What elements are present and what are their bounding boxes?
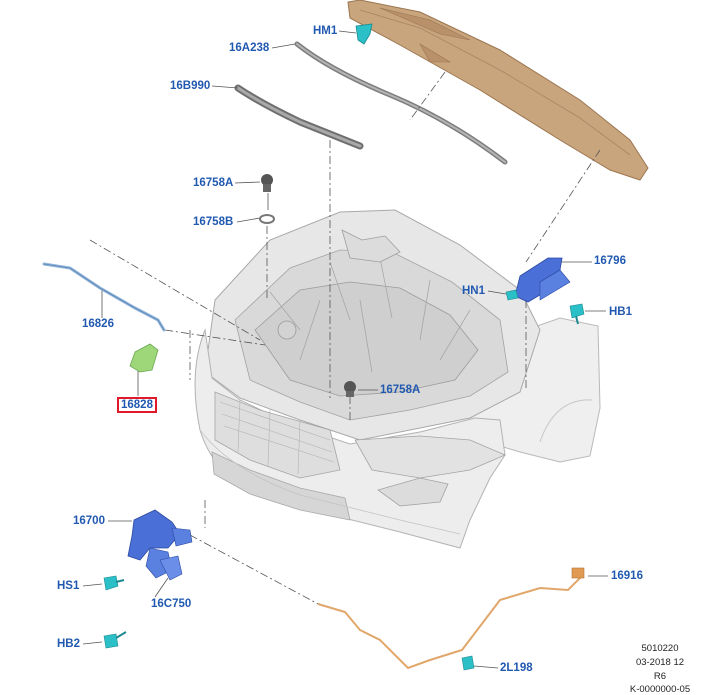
- hood-latch-16700: [127, 509, 193, 579]
- screw-hs1-icon: [103, 575, 125, 591]
- hood-release-cable-16916: [317, 567, 585, 670]
- front-grille: [214, 391, 341, 479]
- callout-hs1: HS1: [57, 580, 80, 592]
- callout-16700: 16700: [73, 515, 105, 527]
- illustration-code: K-0000000-05: [629, 684, 691, 695]
- hood-seal-16b990: [234, 84, 364, 150]
- clip-hm1-icon: [355, 23, 373, 45]
- hood-seal-16a238: [294, 41, 508, 165]
- callout-16916: 16916: [611, 570, 643, 582]
- callout-16c750: 16C750: [151, 598, 192, 610]
- callout-16826: 16826: [82, 318, 114, 330]
- headlamp: [354, 435, 507, 479]
- callout-16a238: 16A238: [229, 42, 270, 54]
- callout-16b990: 16B990: [170, 80, 211, 92]
- callout-16758a-top: 16758A: [193, 177, 234, 189]
- bolt-hb2-icon: [103, 631, 127, 649]
- hood-panel: [347, 0, 649, 181]
- callout-16796: 16796: [594, 255, 626, 267]
- fog-lamp: [377, 477, 449, 507]
- callout-hm1: HM1: [313, 25, 338, 37]
- prop-rod-16826: [42, 262, 166, 332]
- nut-hn1-icon: [505, 289, 519, 301]
- illustration-revision: R6: [653, 671, 667, 682]
- illustration-date: 03-2018 12: [635, 657, 685, 668]
- callout-leaders: [82, 30, 608, 669]
- callout-hb2: HB2: [57, 638, 81, 650]
- callout-hn1: HN1: [462, 285, 486, 297]
- callout-hb1: HB1: [609, 306, 633, 318]
- callout-2l198: 2L198: [500, 662, 533, 674]
- callout-16828-highlighted[interactable]: 16828: [117, 397, 157, 413]
- bolt-hb1-icon: [569, 303, 585, 325]
- cable-clip-2l198-icon: [461, 655, 475, 671]
- grommet-16758b-icon: [259, 214, 275, 224]
- callout-16758a-mid: 16758A: [380, 384, 421, 396]
- callout-16758b: 16758B: [193, 216, 234, 228]
- vehicle-front-body: [194, 209, 601, 549]
- prop-rod-bracket-16828: [129, 343, 159, 373]
- bumper-stop-top-icon: [261, 174, 273, 192]
- hood-hinge-16796: [514, 257, 571, 303]
- bumper-stop-mid-icon: [344, 381, 356, 397]
- illustration-id: 5010220: [641, 643, 679, 654]
- latch-bracket-16c750: [159, 555, 183, 581]
